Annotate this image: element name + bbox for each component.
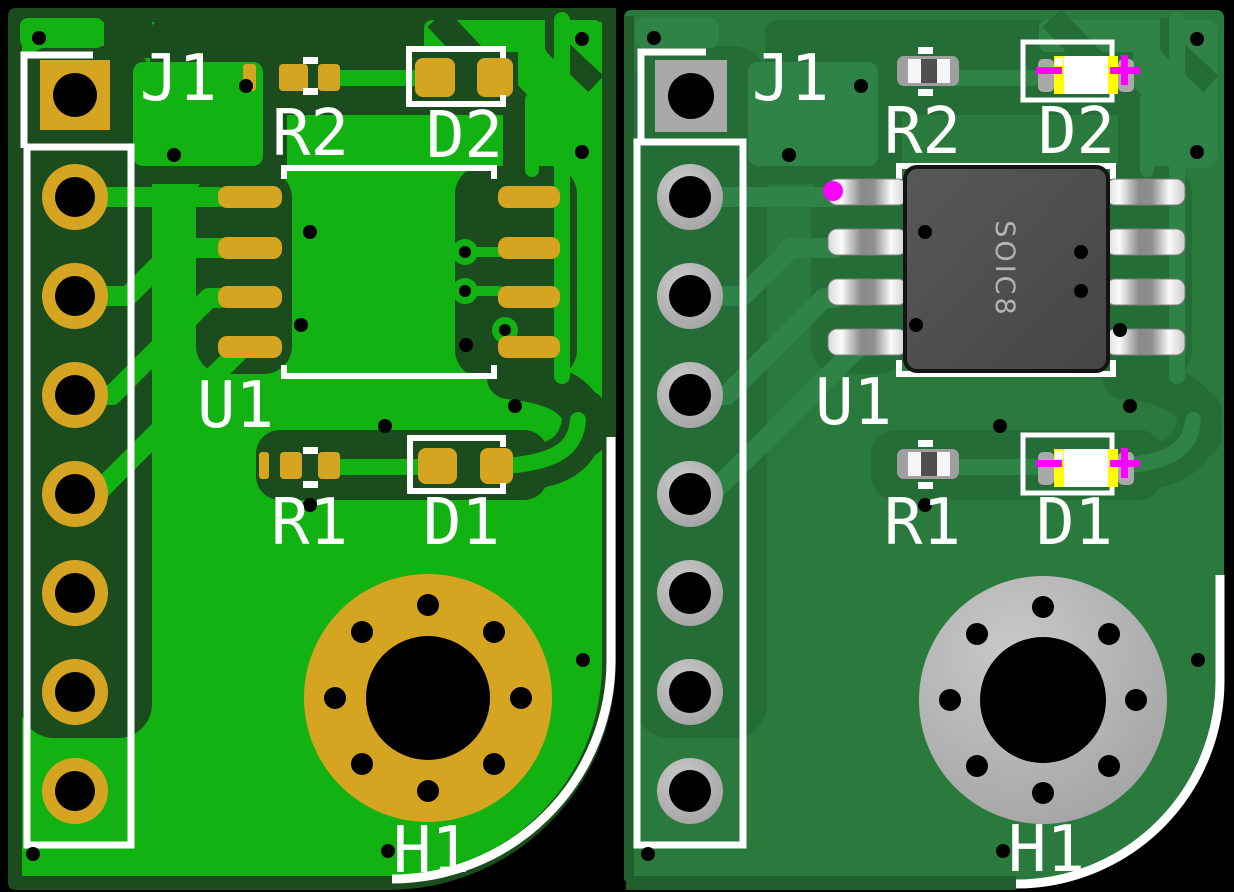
- left-board-layout-view: J1 R2 D2 U1 R1 D1 H1: [8, 8, 616, 890]
- pin1-corner-mark: [637, 48, 706, 140]
- right-d2-led[interactable]: [1036, 55, 1140, 94]
- pin1-corner-mark: [20, 51, 93, 148]
- left-j1-header-pads[interactable]: [40, 60, 110, 824]
- right-j1-header[interactable]: [655, 60, 727, 824]
- board-edge-arc: [1015, 575, 1225, 889]
- right-d1-led[interactable]: [1036, 448, 1140, 487]
- polarity-line: [1036, 67, 1062, 74]
- pin1-drill: [53, 73, 97, 117]
- chip-marking: SOIC8: [989, 220, 1020, 317]
- u1-outline-bottom: [281, 365, 497, 379]
- label-r1[interactable]: R1: [271, 486, 348, 560]
- label-r1[interactable]: R1: [884, 486, 961, 560]
- left-drill-dots: [26, 31, 590, 861]
- polarity-plus-icon: [1110, 55, 1140, 85]
- header-outline: [633, 138, 747, 849]
- label-d2[interactable]: D2: [1038, 95, 1115, 169]
- u1-outline-top: [281, 165, 497, 179]
- polarity-plus-icon: [1110, 448, 1140, 478]
- pin1-marker-dot: [823, 181, 843, 201]
- chip-pins: [827, 178, 1186, 356]
- right-h1-mounting-hole[interactable]: [919, 576, 1167, 824]
- left-vias[interactable]: [452, 239, 518, 343]
- header-outline: [23, 143, 135, 849]
- label-r2[interactable]: R2: [272, 97, 349, 171]
- board-edge-arc: [391, 437, 616, 884]
- label-u1[interactable]: U1: [197, 369, 274, 443]
- right-refdes-labels: J1 R2 D2 U1 R1 D1 H1: [752, 42, 1115, 887]
- right-u1-soic8-chip[interactable]: SOIC8: [823, 165, 1186, 373]
- right-r2-resistor[interactable]: [897, 56, 959, 86]
- right-board-3d-view: SOIC8: [624, 9, 1225, 890]
- d1-outline: [407, 435, 506, 494]
- left-silkscreen: [20, 46, 616, 884]
- d2-outline: [406, 46, 506, 107]
- label-j1[interactable]: J1: [140, 42, 217, 116]
- label-h1[interactable]: H1: [393, 814, 470, 888]
- right-r1-resistor[interactable]: [897, 449, 959, 479]
- label-j1[interactable]: J1: [752, 42, 829, 116]
- right-drill-dots: [641, 31, 1205, 861]
- chip-body: [903, 165, 1110, 373]
- label-d1[interactable]: D1: [423, 486, 500, 560]
- polarity-line: [1036, 460, 1062, 467]
- label-h1[interactable]: H1: [1008, 813, 1085, 887]
- left-d2-pads[interactable]: [415, 58, 513, 97]
- left-refdes-labels: J1 R2 D2 U1 R1 D1 H1: [140, 42, 503, 888]
- left-r1-pads[interactable]: [259, 452, 340, 479]
- label-d1[interactable]: D1: [1036, 486, 1113, 560]
- left-h1-mounting-hole[interactable]: [304, 574, 552, 822]
- label-r2[interactable]: R2: [884, 95, 961, 169]
- left-u1-smd-pads[interactable]: [218, 186, 560, 358]
- label-d2[interactable]: D2: [426, 99, 503, 173]
- u1-outline-bottom: [896, 360, 1116, 377]
- left-d1-pads[interactable]: [418, 448, 513, 484]
- label-u1[interactable]: U1: [815, 366, 892, 440]
